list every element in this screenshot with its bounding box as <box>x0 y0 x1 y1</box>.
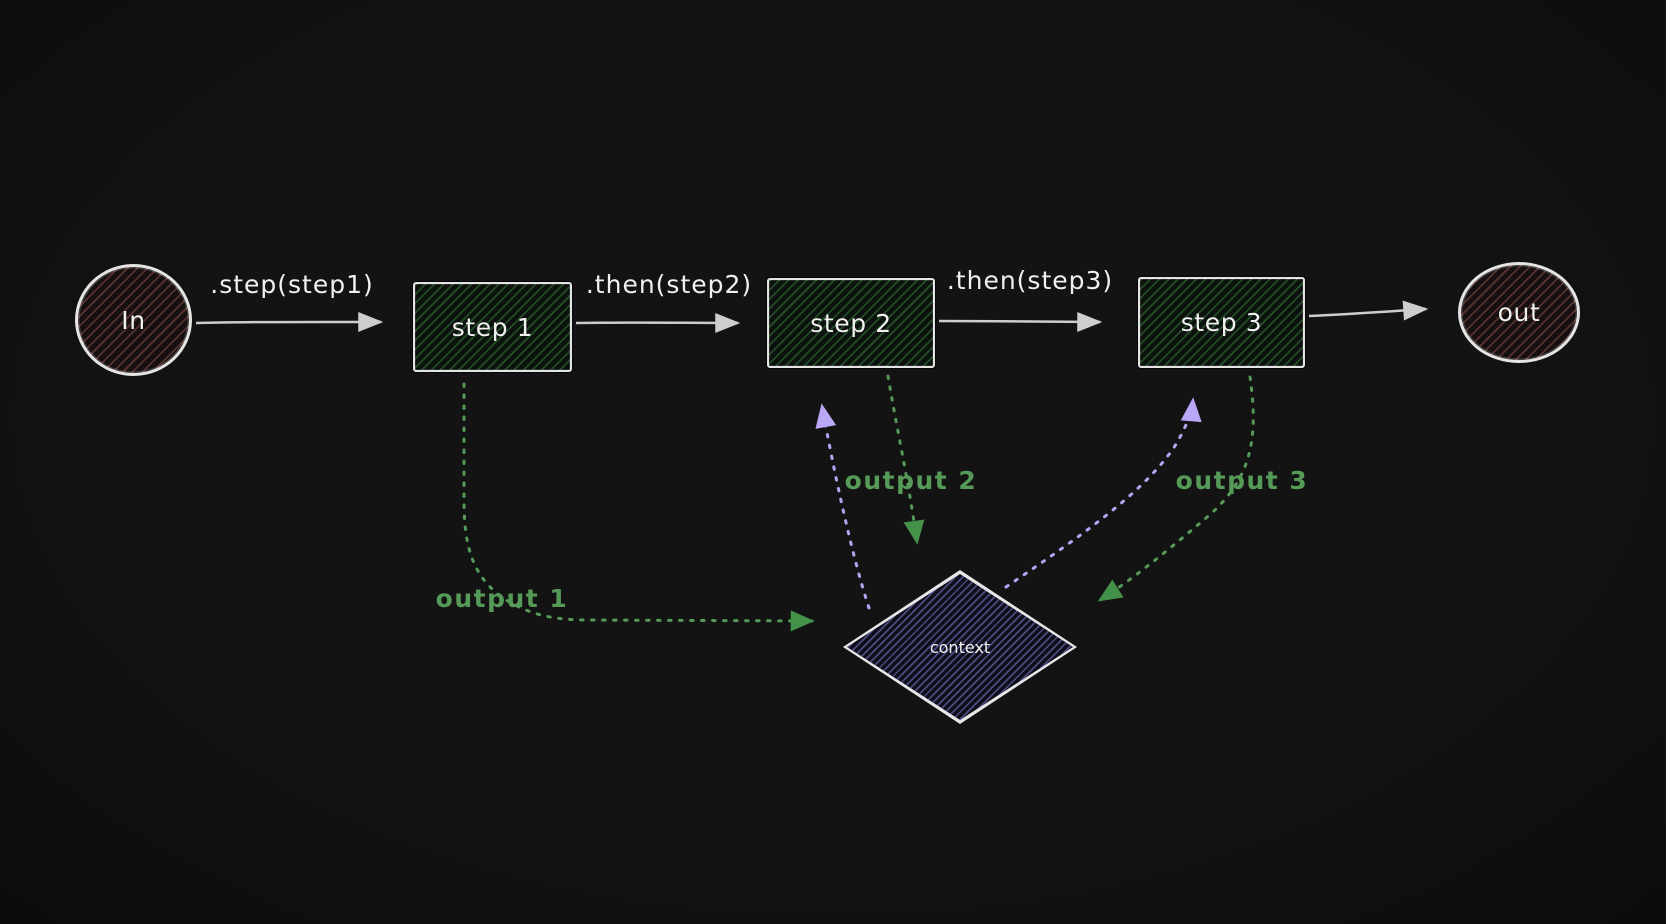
node-out[interactable]: out <box>1458 262 1580 363</box>
edge-context-step3 <box>1004 397 1202 589</box>
node-step3-label: step 3 <box>1180 308 1263 337</box>
node-step1-label: step 1 <box>451 312 534 342</box>
edge-label-then-step2: .then(step2) <box>585 270 753 299</box>
edge-output3-step3-context <box>1097 375 1255 602</box>
edge-label-output3: output 3 <box>1175 466 1309 495</box>
edge-step2-step3 <box>938 311 1103 332</box>
node-out-label: out <box>1497 298 1541 327</box>
node-step2[interactable]: step 2 <box>767 278 935 368</box>
edge-label-then-step3: .then(step3) <box>946 266 1114 295</box>
edge-step3-out <box>1308 300 1429 321</box>
edge-in-step1 <box>195 311 384 332</box>
node-context-label: context <box>929 637 991 657</box>
edge-label-step-call: .step(step1) <box>210 270 374 299</box>
edge-output1-step1-context <box>462 382 815 632</box>
node-step2-label: step 2 <box>810 308 892 338</box>
node-context[interactable]: context <box>843 570 1077 724</box>
edge-label-output1: output 1 <box>435 584 569 613</box>
node-step3[interactable]: step 3 <box>1138 277 1305 368</box>
edge-context-step2 <box>815 403 871 610</box>
edge-label-output2: output 2 <box>844 466 978 495</box>
edge-output2-step2-context <box>886 374 925 545</box>
node-in[interactable]: In <box>75 264 192 376</box>
node-step1[interactable]: step 1 <box>413 282 572 372</box>
node-in-label: In <box>121 305 146 335</box>
